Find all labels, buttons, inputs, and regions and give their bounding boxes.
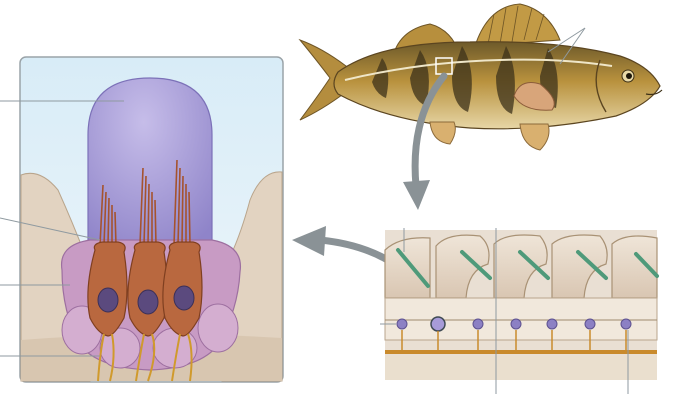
- neuromast-panel: [0, 57, 283, 382]
- fish-illustration: [300, 4, 662, 150]
- arrow-canal-to-neuromast-head: [292, 226, 326, 256]
- anal-fin: [430, 122, 455, 144]
- support-cell-right: [198, 304, 238, 352]
- canal-panel: [380, 228, 657, 394]
- lateral-line-canal: [385, 298, 657, 340]
- hair-cell-right-nucleus: [174, 286, 194, 310]
- canal-lower-tissue: [385, 356, 657, 380]
- fish-pupil: [626, 73, 632, 79]
- arrow-fish-to-canal-head: [403, 180, 430, 210]
- highlighted-neuromast: [431, 317, 445, 331]
- hair-cell-mid-nucleus: [138, 290, 158, 314]
- scales: [385, 235, 657, 298]
- scale-1: [385, 238, 430, 298]
- hair-cell-left-nucleus: [98, 288, 118, 312]
- hair-cell-mid: [128, 242, 167, 336]
- cupula: [88, 78, 212, 255]
- hair-cells: [88, 242, 202, 336]
- pelvic-fin: [520, 124, 549, 150]
